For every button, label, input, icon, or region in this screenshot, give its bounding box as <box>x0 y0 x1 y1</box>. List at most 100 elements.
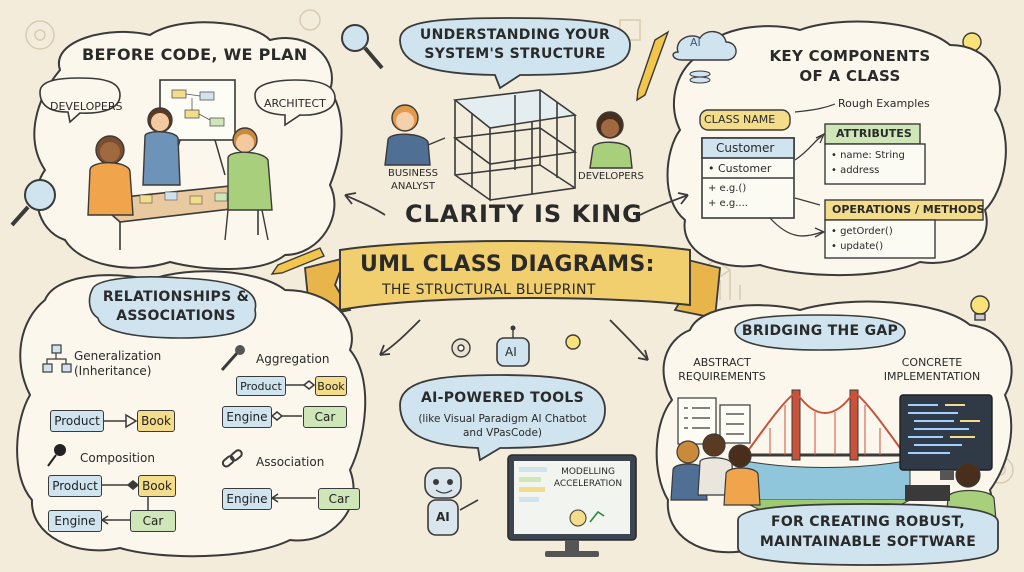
generalization-line2: (Inheritance) <box>74 364 152 378</box>
architect-woman-illustration <box>142 107 181 186</box>
composition-label: Composition <box>80 451 155 465</box>
center-arrows <box>344 192 689 361</box>
structure-developers-label: DEVELOPERS <box>578 171 644 182</box>
banner-line1: UML CLASS DIAGRAMS: <box>360 252 655 277</box>
pencil-icon <box>270 30 670 275</box>
gen-left-box: Product <box>50 410 104 432</box>
ai-tools-description: (like Visual Paradigm AI Chatbot and VPa… <box>405 412 600 440</box>
whiteboard-illustration <box>159 79 236 176</box>
assoc-right-box: Car <box>318 488 360 510</box>
business-analyst-illustration <box>384 104 446 166</box>
gen-right-box: Book <box>137 410 175 432</box>
abstract-requirements-label: ABSTRACT REQUIREMENTS <box>672 356 772 384</box>
architect-label: ARCHITECT <box>264 97 326 110</box>
relationships-title: RELATIONSHIPS & ASSOCIATIONS <box>100 288 252 326</box>
comp1-left-box: Product <box>48 475 102 497</box>
attributes-label: ATTRIBUTES <box>836 127 912 140</box>
banner-line2: THE STRUCTURAL BLUEPRINT <box>382 282 596 298</box>
operation-2: • update() <box>831 241 884 252</box>
bridge-title: BRIDGING THE GAP <box>741 323 899 339</box>
components-title: KEY COMPONENTS OF A CLASS <box>745 46 955 86</box>
agg2-left-box: Engine <box>222 406 272 428</box>
aggregation-label: Aggregation <box>256 352 330 366</box>
ai-robot-illustration <box>424 467 479 536</box>
assoc-left-box: Engine <box>222 488 272 510</box>
comp2-right-box: Car <box>130 510 176 532</box>
structure-title-line1: UNDERSTANDING YOUR <box>419 27 611 43</box>
agg1-right-box: Book <box>315 376 347 396</box>
developer-illustration <box>589 111 633 169</box>
components-title-line2: OF A CLASS <box>799 67 901 85</box>
class-operation-2: + e.g.... <box>708 198 748 209</box>
hierarchy-icon <box>42 344 72 373</box>
wireframe-cube-illustration <box>452 89 578 202</box>
relationships-title-line2: ASSOCIATIONS <box>116 308 236 324</box>
comp1-right-box: Book <box>138 475 176 497</box>
ai-tools-title: AI-POWERED TOOLS <box>420 390 585 406</box>
attribute-1: • name: String <box>831 150 905 161</box>
agg1-left-box: Product <box>236 376 286 396</box>
operation-1: • getOrder() <box>831 226 893 237</box>
composition-pin-icon <box>47 444 66 467</box>
footer-bubble <box>737 503 999 566</box>
association-label: Association <box>256 455 325 469</box>
analyst-label-line2: ANALYST <box>391 181 435 192</box>
attribute-2: • address <box>831 165 880 176</box>
monitor-illustration <box>507 454 637 557</box>
small-robot-label: AI <box>436 510 450 524</box>
robot-head-label: AI <box>505 345 517 359</box>
team-discussion-illustration <box>670 433 761 506</box>
class-attribute: • Customer <box>708 162 772 175</box>
ai-cloud-icon <box>672 31 737 84</box>
class-name-label: CLASS NAME <box>704 113 776 126</box>
developers-label: DEVELOPERS <box>50 100 123 113</box>
relationships-title-line1: RELATIONSHIPS & <box>102 289 250 305</box>
magnifier-icon <box>10 24 384 227</box>
monitor-line1: MODELLING <box>561 467 615 477</box>
operations-label: OPERATIONS / METHODS <box>832 203 985 216</box>
ai-tools-bubble <box>399 374 606 462</box>
agg2-right-box: Car <box>303 406 347 428</box>
relationships-title-bubble <box>88 276 257 339</box>
class-header: Customer <box>716 141 775 155</box>
monitor-screen-text: MODELLING ACCELERATION <box>548 466 628 490</box>
generalization-line1: Generalization <box>74 349 162 363</box>
abstract-line1: ABSTRACT <box>693 356 751 369</box>
class-diagram-illustration <box>699 103 984 259</box>
structure-title: UNDERSTANDING YOUR SYSTEM'S STRUCTURE <box>412 26 618 64</box>
developers-bubble <box>39 77 121 124</box>
abstract-line2: REQUIREMENTS <box>678 370 766 383</box>
architect-man-illustration <box>224 127 273 241</box>
monitor-line2: ACCELERATION <box>553 479 623 489</box>
structure-bubble <box>399 17 631 90</box>
chain-link-icon <box>221 449 243 468</box>
comp2-left-box: Engine <box>48 510 102 532</box>
class-operation-1: + e.g.() <box>708 183 747 194</box>
gear-icon <box>451 338 471 358</box>
footer-line2: MAINTAINABLE SOFTWARE <box>759 534 977 550</box>
relationship-connectors <box>100 380 316 525</box>
ai-tools-line2: and VPasCode) <box>462 427 543 439</box>
robot-head-icon <box>496 325 530 367</box>
analyst-label-line1: BUSINESS <box>388 168 438 179</box>
ai-tools-line1: (like Visual Paradigm AI Chatbot <box>418 413 587 425</box>
plan-title: BEFORE CODE, WE PLAN <box>82 45 308 64</box>
architect-bubble <box>254 79 336 127</box>
clarity-heading: CLARITY IS KING <box>405 200 643 228</box>
ai-badge: AI <box>690 36 701 49</box>
generalization-label: Generalization (Inheritance) <box>74 349 161 379</box>
code-monitor-illustration <box>899 394 993 480</box>
structure-title-line2: SYSTEM'S STRUCTURE <box>424 46 606 62</box>
concrete-line1: CONCRETE <box>901 356 963 369</box>
business-analyst-label: BUSINESS ANALYST <box>378 167 448 193</box>
bridge-title-bubble <box>734 314 906 351</box>
concrete-line2: IMPLEMENTATION <box>883 370 981 383</box>
developer-person-illustration <box>87 135 134 216</box>
footer-message: FOR CREATING ROBUST, MAINTAINABLE SOFTWA… <box>742 512 994 552</box>
concrete-implementation-label: CONCRETE IMPLEMENTATION <box>872 356 992 384</box>
wrench-icon <box>220 345 245 371</box>
rough-examples-label: Rough Examples <box>838 97 930 110</box>
components-title-line1: KEY COMPONENTS <box>769 47 931 65</box>
